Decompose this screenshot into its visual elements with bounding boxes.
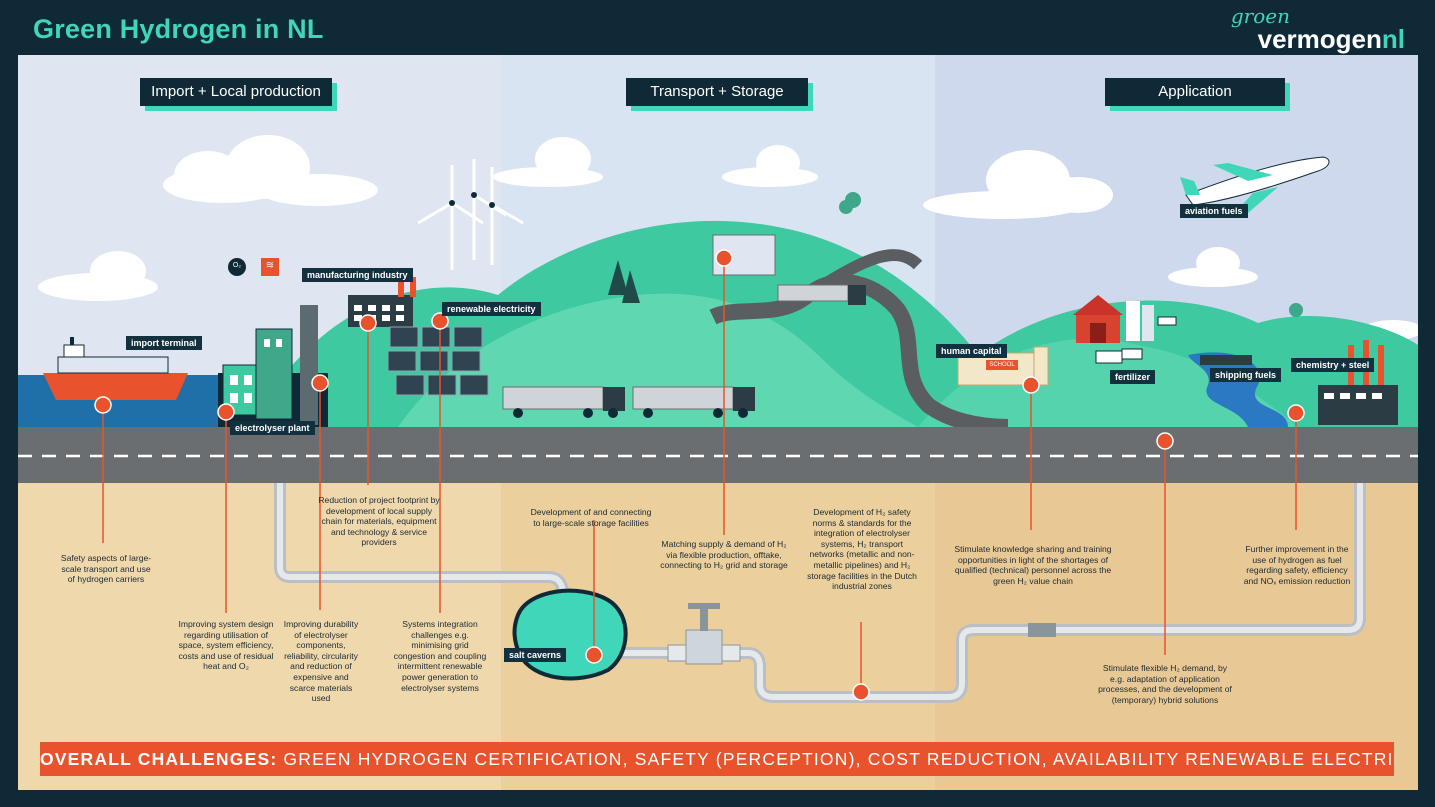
electrolyser-plant-building — [218, 305, 328, 427]
label-manufacturing-industry: manufacturing industry — [302, 268, 413, 282]
overall-challenges-prefix: OVERALL CHALLENGES: — [40, 749, 278, 769]
cows — [1095, 316, 1177, 364]
wind-turbines — [417, 159, 524, 270]
label-human-capital: human capital — [936, 344, 1007, 358]
section-header-application: Application — [1105, 78, 1285, 106]
oxygen-icon-label: O₂ — [232, 262, 242, 269]
pipe-joint — [1028, 623, 1056, 637]
challenge-fuel-improvement: Further improvement in the use of hydrog… — [1243, 544, 1351, 586]
trees — [608, 192, 1303, 317]
leader-lines — [102, 258, 1297, 692]
challenge-knowledge-sharing: Stimulate knowledge sharing and training… — [954, 544, 1112, 586]
challenge-safety-norms: Development of H₂ safety norms & standar… — [807, 507, 917, 592]
salt-cavern — [512, 588, 628, 681]
label-chemistry-steel: chemistry + steel — [1291, 358, 1375, 372]
logo-suffix-text: nl — [1381, 24, 1405, 54]
marker-dots — [94, 249, 1305, 701]
section-header-transport: Transport + Storage — [626, 78, 808, 106]
label-import-terminal: import terminal — [126, 336, 202, 350]
school-building — [957, 346, 1049, 386]
section-header-import: Import + Local production — [140, 78, 332, 106]
clouds — [38, 135, 1418, 340]
pipeline-valve — [667, 603, 741, 665]
label-salt-caverns: salt caverns — [504, 648, 567, 662]
farm-barn — [1073, 295, 1154, 343]
challenge-electrolyser-durability: Improving durability of electrolyser com… — [283, 619, 359, 704]
cargo-ship — [1200, 355, 1252, 365]
challenge-systems-integration: Systems integration challenges e.g. mini… — [393, 619, 487, 693]
ground-application — [935, 483, 1418, 790]
heat-icon-label: ≋ — [265, 260, 275, 271]
solar-panels — [387, 326, 489, 396]
overall-challenges-bar: OVERALL CHALLENGES: GREEN HYDROGEN CERTI… — [40, 742, 1394, 776]
page-title: Green Hydrogen in NL — [33, 14, 324, 44]
challenge-storage-facilities: Development of and connecting to large-s… — [530, 507, 652, 528]
logo-top-text: groen — [1230, 4, 1290, 28]
challenge-flexible-demand: Stimulate flexible H₂ demand, by e.g. ad… — [1098, 663, 1232, 705]
label-renewable-electricity: renewable electricity — [442, 302, 541, 316]
challenge-system-design: Improving system design regarding utilis… — [178, 619, 274, 672]
scene-illustration — [18, 55, 1418, 790]
trucks — [502, 284, 866, 418]
school-sign: SCHOOL — [989, 362, 1015, 368]
tanker-ship — [18, 337, 188, 400]
brand-logo: groen vermogennl — [1231, 6, 1405, 53]
hill-road — [709, 274, 1009, 435]
value-chain-scene: Import + Local production Transport + St… — [18, 55, 1418, 790]
challenge-project-footprint: Reduction of project footprint by develo… — [318, 495, 440, 548]
label-shipping-fuels: shipping fuels — [1210, 368, 1282, 382]
manufacturing-building — [348, 277, 416, 327]
ground-import — [18, 483, 501, 790]
heat-icon — [261, 258, 279, 276]
label-fertilizer: fertilizer — [1110, 370, 1156, 384]
label-aviation-fuels: aviation fuels — [1180, 204, 1248, 218]
label-electrolyser-plant: electrolyser plant — [230, 421, 315, 435]
oxygen-icon — [228, 258, 246, 276]
overall-challenges-text: GREEN HYDROGEN CERTIFICATION, SAFETY (PE… — [283, 749, 1394, 769]
challenge-supply-demand: Matching supply & demand of H₂ via flexi… — [660, 539, 788, 571]
logo-main-text: vermogen — [1257, 24, 1382, 54]
challenge-import-terminal: Safety aspects of large-scale transport … — [60, 553, 152, 585]
